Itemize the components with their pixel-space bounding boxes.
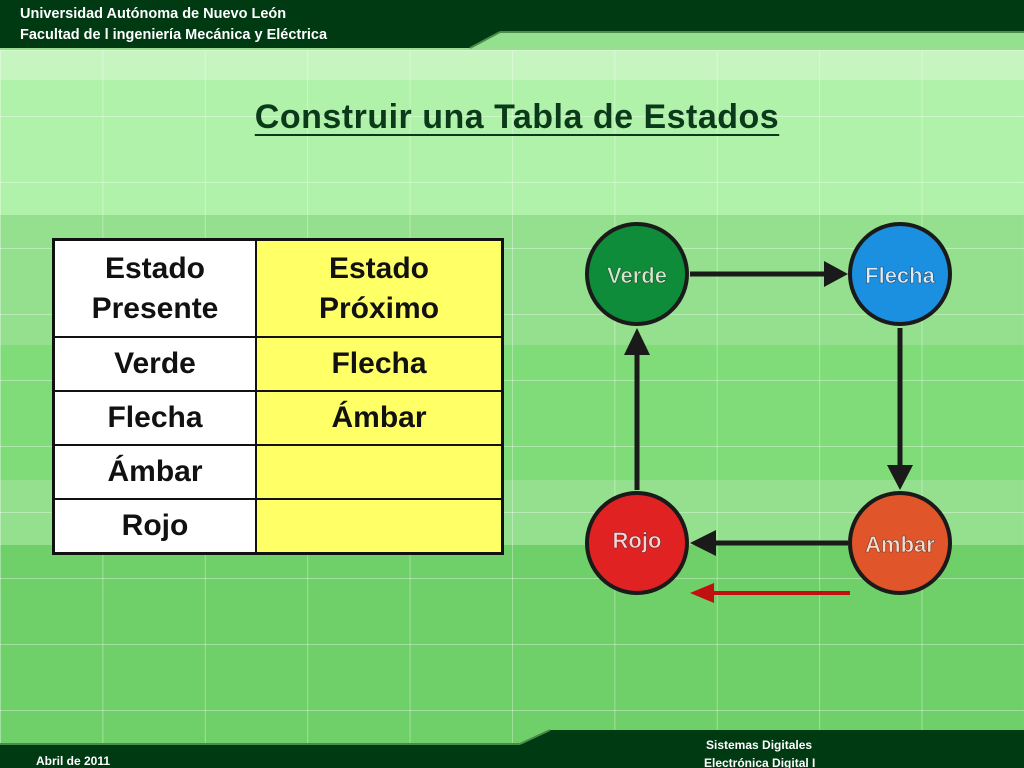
transition-flecha-ambar: [887, 328, 913, 490]
header-present-line2: Presente: [91, 291, 219, 325]
cell-present: Flecha: [52, 390, 257, 446]
transition-rojo-verde: [624, 328, 650, 490]
cell-present: Rojo: [52, 498, 257, 555]
slide-title: Construir una Tabla de Estados: [254, 98, 780, 136]
footer-course-subtitle: Electrónica Digital I: [704, 756, 816, 768]
state-flecha: Flecha: [848, 222, 952, 326]
background-band: [0, 545, 1024, 745]
cell-next: Flecha: [255, 336, 504, 392]
state-rojo: Rojo: [585, 491, 689, 595]
transition-verde-flecha: [690, 261, 848, 287]
state-label-rojo: Rojo: [613, 528, 662, 553]
state-table: Estado Presente Estado Próximo Verde Fle…: [52, 238, 504, 555]
footer-date: Abril de 2011: [36, 754, 111, 768]
header-present-line1: Estado: [104, 251, 206, 285]
table-row: Ámbar: [52, 444, 504, 500]
table-row: Rojo: [52, 498, 504, 555]
cell-present: Ámbar: [52, 444, 257, 500]
state-label-verde: Verde: [607, 263, 667, 288]
cell-next: [255, 498, 504, 555]
header-next-state: Estado Próximo: [255, 238, 504, 338]
cell-next: [255, 444, 504, 500]
table-row: Flecha Ámbar: [52, 390, 504, 446]
footer-banner: Abril de 2011 Sistemas Digitales Electró…: [0, 728, 1024, 768]
header-banner: Universidad Autónoma de Nuevo León Facul…: [0, 0, 1024, 50]
cell-present: Verde: [52, 336, 257, 392]
cell-next: Ámbar: [255, 390, 504, 446]
university-name: Universidad Autónoma de Nuevo León: [20, 6, 287, 22]
header-shape: [0, 0, 1024, 49]
table-row: Verde Flecha: [52, 336, 504, 392]
footer-shape: [0, 729, 1024, 768]
header-next-line2: Próximo: [318, 291, 440, 325]
state-ambar: Ambar: [848, 491, 952, 595]
state-label-flecha: Flecha: [865, 263, 935, 288]
background-band: [0, 80, 1024, 215]
header-present-state: Estado Presente: [52, 238, 257, 338]
state-label-ambar: Ambar: [865, 532, 935, 557]
transition-ambar-rojo: [690, 530, 848, 556]
header-next-line1: Estado: [328, 251, 430, 285]
footer-course-title: Sistemas Digitales: [706, 738, 813, 752]
faculty-name: Facultad de l ingeniería Mecánica y Eléc…: [20, 27, 328, 43]
table-header-row: Estado Presente Estado Próximo: [52, 238, 504, 338]
highlight-arrow: [690, 583, 850, 603]
state-verde: Verde: [585, 222, 689, 326]
